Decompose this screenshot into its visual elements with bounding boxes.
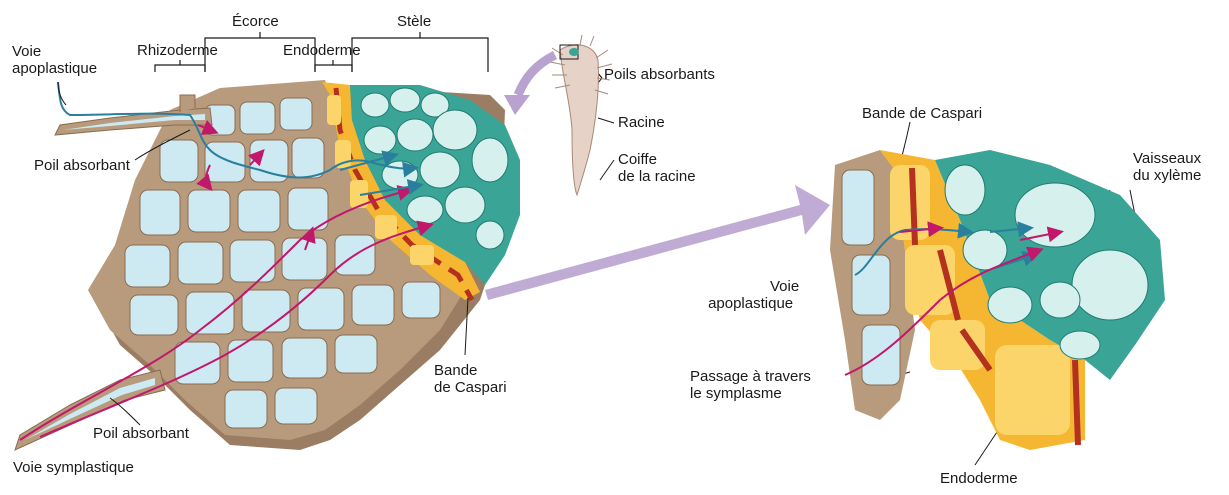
label-rhizoderme: Rhizoderme [137,42,218,59]
label-bande-caspari-left: Bande de Caspari [434,362,507,396]
zoom-arrow-curved [518,55,555,95]
label-voie-symplastique: Voie symplastique [13,459,134,476]
label-vaisseaux-xyleme: Vaisseaux du xylème [1133,150,1201,184]
label-voie-apoplastique-left: Voie apoplastique [12,43,97,77]
label-bande-caspari-right: Bande de Caspari [862,105,982,122]
label-racine: Racine [618,114,665,131]
label-poil-absorbant-top: Poil absorbant [34,157,130,174]
label-poil-absorbant-bottom: Poil absorbant [93,425,189,442]
root-body [560,45,599,195]
label-endoderme-bottom: Endoderme [940,470,1018,487]
label-voie-apoplastique-right: Voie apoplastique [770,278,799,312]
root-illustration [550,35,612,195]
label-ecorce: Écorce [232,13,279,30]
label-passage-symplasme: Passage à travers le symplasme [690,368,811,402]
label-coiffe: Coiffe de la racine [618,151,696,185]
label-endoderme-top: Endoderme [283,42,361,59]
right-tissue-block [830,150,1165,450]
label-stele: Stèle [397,13,431,30]
label-poils-absorbants: Poils absorbants [604,66,715,83]
